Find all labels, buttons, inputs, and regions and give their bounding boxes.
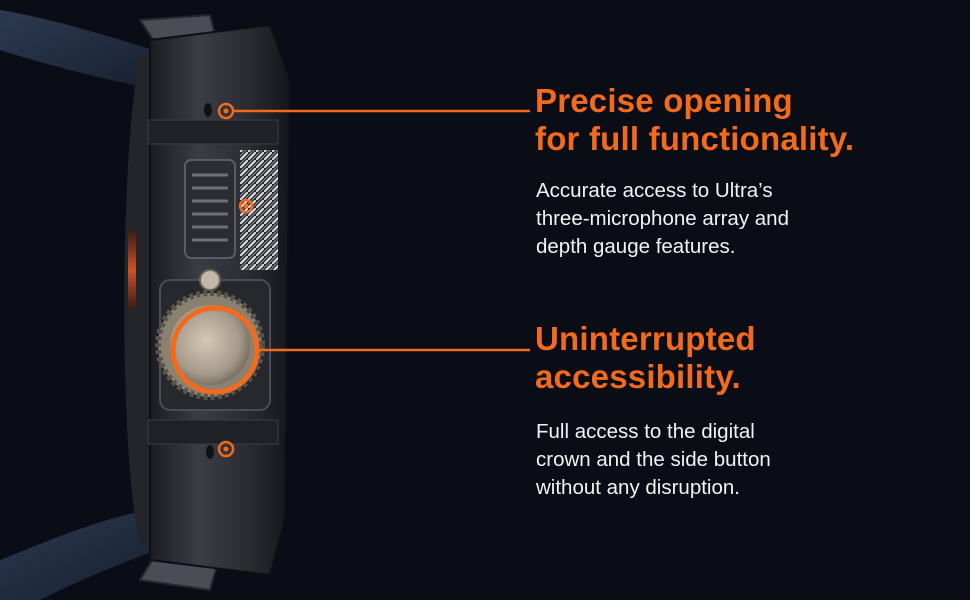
headline-line: Uninterrupted: [535, 320, 756, 357]
feature-headline-precise-opening: Precise opening for full functionality.: [535, 82, 854, 158]
callout-marker-mic-bottom: [217, 440, 235, 458]
description-line: depth gauge features.: [536, 235, 736, 258]
description-line: Accurate access to Ultra’s: [536, 179, 773, 202]
carbon-texture: [240, 150, 278, 270]
feature-description-precise-opening: Accurate access to Ultra’s three-microph…: [536, 177, 789, 261]
mic-hole-top: [204, 103, 212, 117]
callout-marker-side: [238, 198, 254, 214]
feature-description-uninterrupted-accessibility: Full access to the digital crown and the…: [536, 418, 771, 502]
headline-line: accessibility.: [535, 358, 741, 395]
digital-crown: [170, 305, 250, 385]
orange-glow: [128, 230, 136, 310]
mic-hole-bottom: [206, 445, 214, 459]
description-line: crown and the side button: [536, 448, 771, 471]
feature-headline-uninterrupted-accessibility: Uninterrupted accessibility.: [535, 320, 756, 396]
headline-line: Precise opening: [535, 82, 793, 119]
crown-lock-tab: [199, 269, 221, 291]
description-line: three-microphone array and: [536, 207, 789, 230]
side-button: [184, 159, 236, 259]
description-line: without any disruption.: [536, 476, 740, 499]
description-line: Full access to the digital: [536, 420, 755, 443]
headline-line: for full functionality.: [535, 120, 855, 157]
